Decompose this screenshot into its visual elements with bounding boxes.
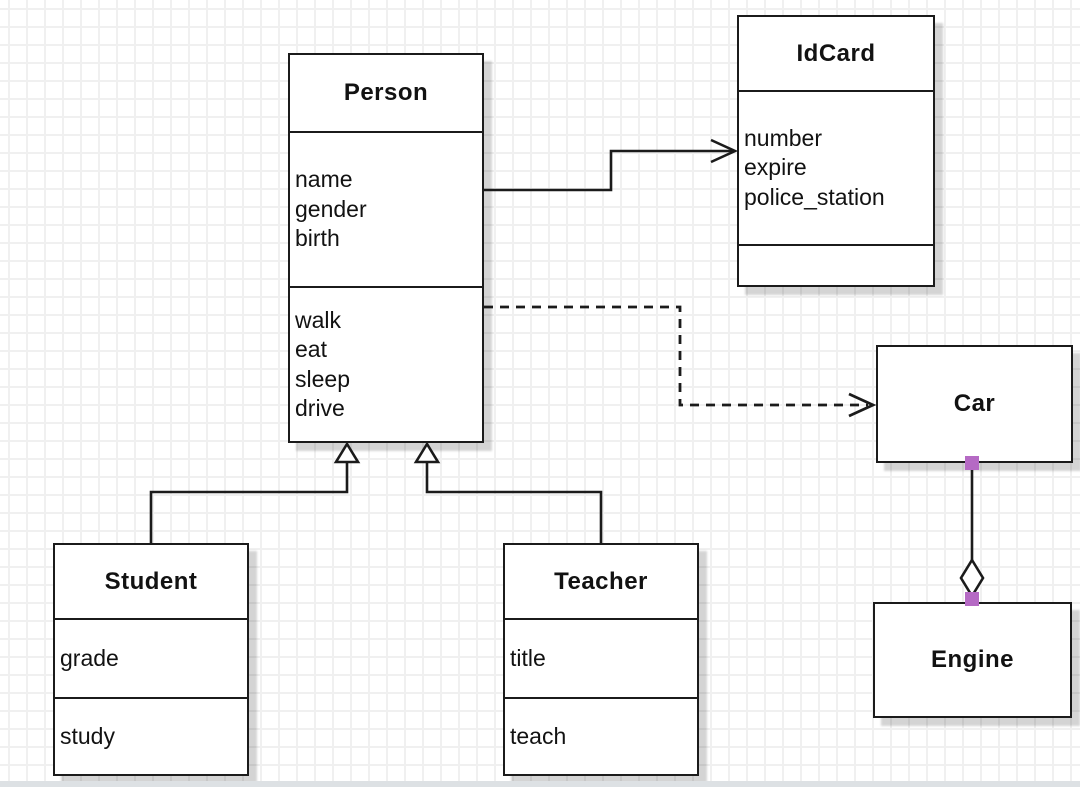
dependency-line[interactable] [484,305,868,407]
generalization-line[interactable] [149,462,349,543]
attribute: name [295,166,353,193]
methods-section: walk eat sleep drive [290,286,482,441]
method: eat [295,336,327,362]
attributes-section: grade [55,618,247,697]
attribute: expire [744,154,807,181]
method: drive [295,395,345,421]
generalization-teacher-person[interactable] [413,441,603,543]
association-person-idcard[interactable] [484,138,739,192]
dependency-person-car[interactable] [484,305,877,418]
association-line[interactable] [484,149,733,192]
composition-car-engine[interactable] [959,456,985,606]
link-endpoint-handle[interactable] [965,456,979,470]
hollow-triangle-arrowhead-icon [413,441,441,464]
link-endpoint-handle[interactable] [965,592,979,606]
class-person[interactable]: Person name gender birth walk eat sleep … [288,53,484,443]
method: walk [295,306,342,333]
attributes-section: number expire police_station [739,90,933,244]
class-title: Car [953,390,996,417]
class-student[interactable]: Student grade study [53,543,249,776]
attributes-section: title [505,618,697,697]
generalization-line[interactable] [425,462,603,543]
class-title: Engine [930,646,1014,673]
class-title: IdCard [796,39,876,67]
attribute: number [744,124,822,151]
attribute: title [510,644,546,671]
methods-section: study [55,697,247,774]
class-title: Person [343,79,429,106]
attribute: gender [295,195,367,222]
methods-section: teach [505,697,697,774]
open-arrowhead-icon [710,138,739,164]
attributes-section: name gender birth [290,131,482,286]
open-arrowhead-icon [848,392,877,418]
class-title: Teacher [554,567,648,595]
class-car[interactable]: Car [876,345,1073,463]
window-bottom-edge [0,781,1080,787]
class-idcard[interactable]: IdCard number expire police_station [737,15,935,287]
attribute: birth [295,225,340,252]
hollow-diamond-icon [959,557,985,599]
generalization-student-person[interactable] [149,441,361,543]
class-engine[interactable]: Engine [873,602,1072,718]
method: sleep [295,365,350,392]
attribute: police_station [744,183,885,210]
methods-section-empty [739,244,933,285]
method: study [60,722,115,749]
method: teach [510,722,567,749]
hollow-triangle-arrowhead-icon [333,441,361,464]
class-teacher[interactable]: Teacher title teach [503,543,699,776]
class-title: Student [104,567,198,595]
attribute: grade [60,644,119,671]
